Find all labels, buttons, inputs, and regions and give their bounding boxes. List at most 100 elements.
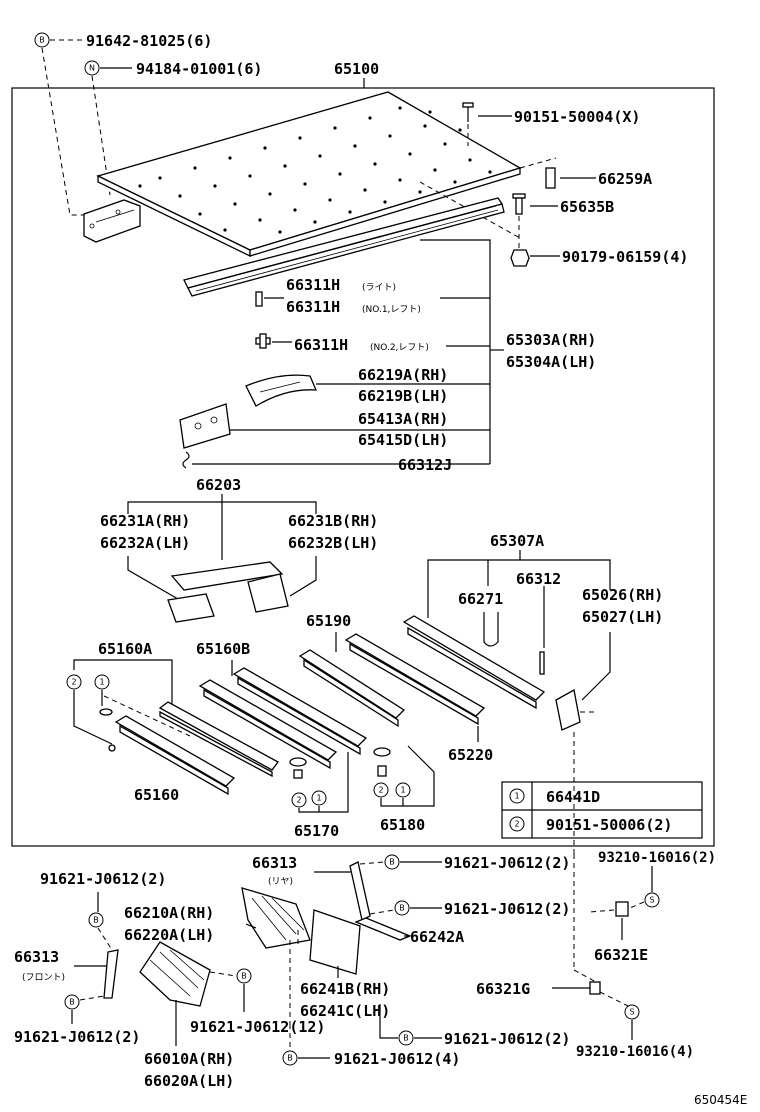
crossmember-65190-illustration: [298, 649, 406, 728]
part-label-66312j: 66312J: [398, 456, 452, 474]
part-label-91621-l2: 91621-J0612(2): [14, 1028, 140, 1046]
bracket-65026-illustration: [555, 688, 581, 731]
bolt-left-illustration: [108, 744, 116, 752]
symbol-1-65180: 1: [395, 782, 411, 798]
symbol-b-center: B: [236, 968, 252, 984]
nut-90179-illustration: [510, 249, 530, 267]
part-label-66203: 66203: [196, 476, 241, 494]
clip-66321e-illustration: [615, 901, 629, 917]
part-label-66313-front: 66313: [14, 948, 59, 966]
bracket-66313-rear-illustration: [349, 861, 371, 921]
clip-66321g-illustration: [589, 981, 601, 995]
part-label-65160b: 65160B: [196, 640, 250, 658]
symbol-s-2: S: [624, 1004, 640, 1020]
legend-part-1: 66441D: [546, 788, 600, 806]
svg-text:S: S: [649, 896, 654, 905]
svg-text:1: 1: [99, 678, 104, 687]
mudflap-66241b-illustration: [309, 909, 361, 975]
mudguard-66010a-illustration: [139, 941, 211, 1007]
svg-text:B: B: [93, 916, 99, 925]
legend-part-2: 90151-50006(2): [546, 816, 672, 834]
symbol-2-65180: 2: [373, 782, 389, 798]
side-bracket-illustration: [83, 199, 141, 243]
part-label-93210-2: 93210-16016(4): [576, 1044, 694, 1060]
svg-text:2: 2: [296, 796, 301, 805]
part-label-66241b: 66241B(RH): [300, 980, 390, 998]
svg-text:B: B: [399, 904, 405, 913]
part-label-65220: 65220: [448, 746, 493, 764]
pin-66259a-illustration: [545, 167, 556, 189]
diagram-id: 650454E: [694, 1093, 747, 1107]
symbol-b-bottom: B: [282, 1050, 298, 1066]
hook-66312j-illustration: [182, 451, 190, 469]
part-label-65304a: 65304A(LH): [506, 353, 596, 371]
symbol-b-rear-1: B: [384, 854, 400, 870]
part-label-91621-12: 91621-J0612(12): [190, 1018, 325, 1036]
symbol-b-left-1: B: [88, 912, 104, 928]
crossmember-65160b-illustration: [198, 679, 338, 770]
part-label-66010a: 66010A(RH): [144, 1050, 234, 1068]
svg-text:1: 1: [514, 792, 519, 801]
pin-66311h-no2-illustration: [255, 333, 271, 349]
svg-text:S: S: [629, 1008, 634, 1017]
part-label-66259a: 66259A: [598, 170, 652, 188]
symbol-2-left: 2: [66, 674, 82, 690]
part-label-66241c: 66241C(LH): [300, 1002, 390, 1020]
bracket-66313-front-illustration: [103, 949, 119, 999]
svg-text:B: B: [389, 858, 395, 867]
part-label-65635b: 65635B: [560, 198, 614, 216]
part-label-65027: 65027(LH): [582, 608, 663, 626]
part-label-91621-r1: 91621-J0612(2): [444, 854, 570, 872]
part-label-66231a: 66231A(RH): [100, 512, 190, 530]
crossmember-65160-illustration: [114, 715, 236, 796]
symbol-2-65170: 2: [291, 792, 307, 808]
crossmember-65160a-illustration: [158, 701, 279, 778]
symbol-b-rear-2: B: [394, 900, 410, 916]
svg-text:B: B: [287, 1054, 293, 1063]
part-label-66219a: 66219A(RH): [358, 366, 448, 384]
part-label-66210a: 66210A(RH): [124, 904, 214, 922]
symbol-1-left: 1: [94, 674, 110, 690]
part-label-90179: 90179-06159(4): [562, 248, 688, 266]
bolt-65635b-illustration: [512, 193, 526, 215]
part-label-91621-l1: 91621-J0612(2): [40, 870, 166, 888]
part-label-65413a: 65413A(RH): [358, 410, 448, 428]
part-label-66321e: 66321E: [594, 946, 648, 964]
part-label-66311h-c: 66311H: [294, 336, 348, 354]
deck-plate-illustration: [96, 91, 557, 258]
part-label-65160a: 65160A: [98, 640, 152, 658]
washer-left-illustration: [99, 708, 113, 716]
part-label-65170: 65170: [294, 822, 339, 840]
note-front: (フロント): [22, 973, 65, 983]
part-label-66242a: 66242A: [410, 928, 464, 946]
part-label-66313-rear: 66313: [252, 854, 297, 872]
crossmember-65220-illustration: [344, 633, 486, 726]
legend-table: 1 2 66441D 90151-50006(2): [501, 781, 703, 839]
pin-66311h-illustration: [255, 291, 263, 307]
part-label-91642: 91642-81025(6): [86, 32, 212, 50]
symbol-b-right-3: B: [398, 1030, 414, 1046]
crossmember-middle-illustration: [232, 667, 368, 756]
crossmember-66203-illustration: [167, 561, 289, 623]
part-label-91621-r3: 91621-J0612(2): [444, 1030, 570, 1048]
part-label-94184: 94184-01001(6): [136, 60, 262, 78]
bar-66242a-illustration: [354, 917, 412, 941]
symbol-b-left-2: B: [64, 994, 80, 1010]
part-label-66232a: 66232A(LH): [100, 534, 190, 552]
part-label-93210-1: 93210-16016(2): [598, 850, 716, 866]
symbol-b-callout: B: [34, 32, 50, 48]
screw-90151-illustration: [462, 102, 474, 146]
svg-text:B: B: [241, 972, 247, 981]
part-label-90151-x: 90151-50004(X): [514, 108, 640, 126]
part-label-65160: 65160: [134, 786, 179, 804]
part-label-65307a: 65307A: [490, 532, 544, 550]
legend-mark-1: 1: [509, 788, 525, 804]
part-label-66271: 66271: [458, 590, 503, 608]
note-no1-left: (NO.1,レフト): [362, 305, 421, 315]
svg-text:B: B: [69, 998, 75, 1007]
part-label-66321g: 66321G: [476, 980, 530, 998]
plate-65413a-illustration: [179, 403, 231, 449]
side-rail-illustration: [183, 197, 505, 297]
legend-mark-2: 2: [509, 816, 525, 832]
part-label-66232b: 66232B(LH): [288, 534, 378, 552]
